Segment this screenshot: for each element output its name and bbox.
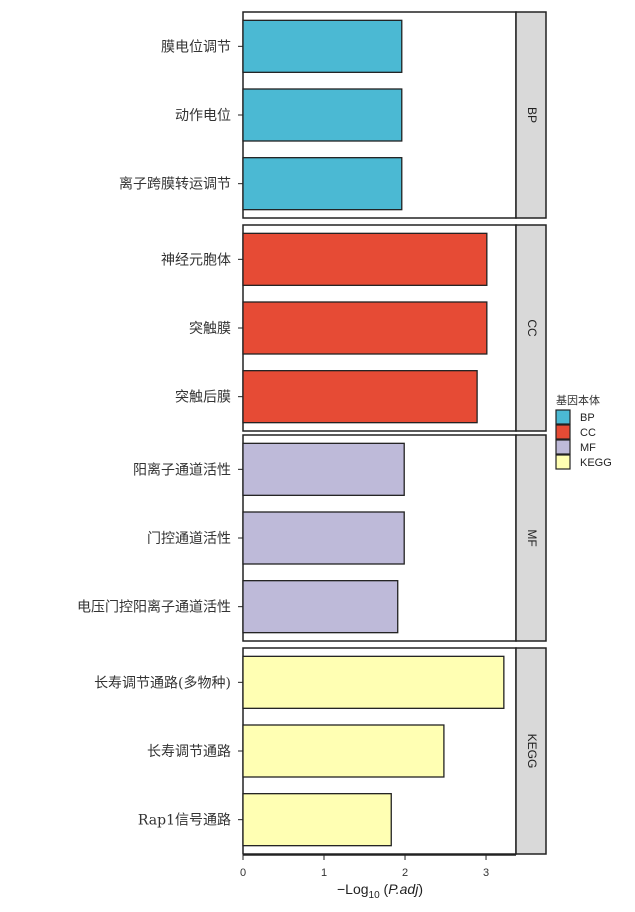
category-label: 门控通道活性 (147, 531, 231, 547)
legend-label: MF (580, 442, 596, 454)
bar (242, 88, 403, 142)
category-label: Rap1信号通路 (138, 813, 231, 829)
legend-label: BP (580, 412, 595, 424)
bar (242, 511, 405, 565)
bar (242, 19, 403, 73)
x-tick-label: 1 (321, 867, 327, 879)
x-tick-label: 0 (240, 867, 246, 879)
category-label: 突触膜 (189, 321, 231, 337)
legend-key-KEGG (555, 454, 571, 470)
category-label: 离子跨膜转运调节 (119, 176, 231, 193)
category-label: 动作电位 (175, 108, 231, 124)
category-label: 膜电位调节 (161, 39, 231, 55)
x-tick-label: 2 (402, 867, 408, 879)
bar (242, 157, 403, 211)
bar (242, 370, 478, 424)
strip-MF (515, 434, 547, 642)
category-label: 电压门控阳离子通道活性 (77, 599, 231, 616)
x-tick-label: 3 (483, 867, 489, 879)
category-label: 神经元胞体 (161, 252, 231, 268)
category-label: 阳离子通道活性 (133, 461, 231, 478)
legend-key-CC (555, 424, 571, 440)
bar (242, 301, 488, 355)
legend-key-BP (555, 409, 571, 425)
bar (242, 724, 445, 778)
category-label: 长寿调节通路 (147, 743, 231, 760)
bar (242, 580, 399, 634)
strip-label: CC (525, 319, 539, 337)
category-label: 突触后膜 (175, 390, 231, 406)
strip-CC (515, 224, 547, 432)
strip-KEGG (515, 647, 547, 855)
strip-label: KEGG (525, 734, 539, 769)
bar (242, 793, 392, 847)
strip-label: BP (525, 107, 539, 123)
bar (242, 655, 505, 709)
legend-label: CC (580, 427, 596, 439)
category-label: 长寿调节通路(多物种) (94, 674, 231, 691)
bar (242, 442, 405, 496)
strip-label: MF (525, 529, 539, 546)
legend-title: 基因本体 (556, 393, 600, 407)
strip-BP (515, 11, 547, 219)
legend-key-MF (555, 439, 571, 455)
x-axis-label: −Log10 (P.adj) (337, 881, 423, 901)
legend-label: KEGG (580, 457, 612, 469)
bar (242, 232, 488, 286)
